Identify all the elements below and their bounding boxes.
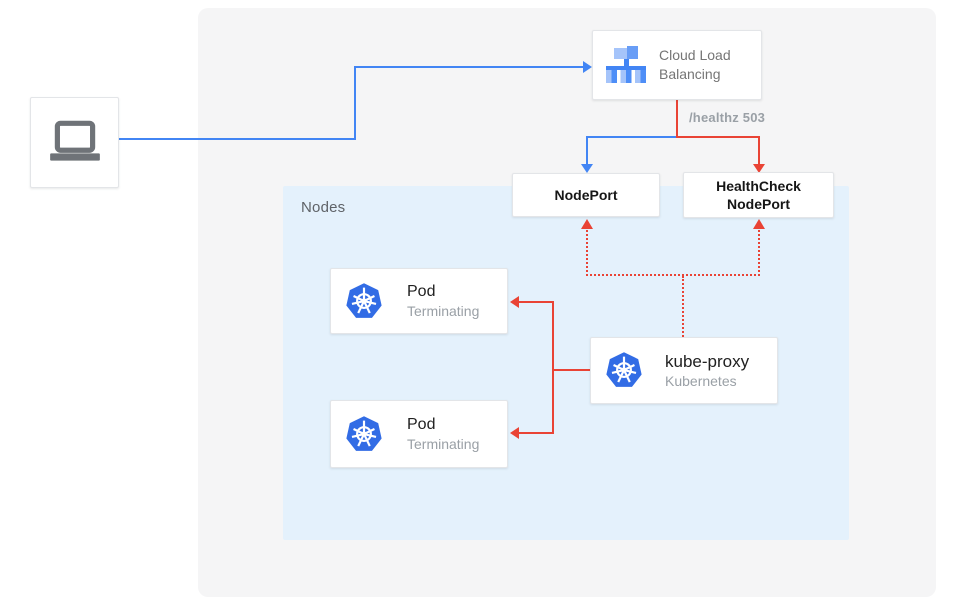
arrowhead-into-pod2	[510, 427, 519, 439]
kubernetes-icon	[605, 351, 643, 390]
laptop-icon	[46, 118, 104, 168]
pod-terminating-node-1: Pod Terminating	[330, 268, 508, 334]
edge-dotted-to-healthcheck	[758, 230, 760, 276]
kube-proxy-node: kube-proxy Kubernetes	[590, 337, 778, 404]
edge-client-to-clb-segment	[119, 138, 356, 140]
edge-kubeproxy-to-pods-segment	[552, 301, 554, 434]
nodes-group-label: Nodes	[301, 199, 346, 216]
edge-kubeproxy-to-pods-segment	[553, 369, 590, 371]
arrowhead-into-healthcheck	[753, 164, 765, 173]
edge-clb-to-nodeport-segment	[586, 136, 678, 138]
pod-text: Pod Terminating	[407, 281, 479, 321]
healthz-status-label: /healthz 503	[689, 110, 766, 125]
edge-clb-to-healthcheck-segment	[758, 136, 760, 165]
nodeport-label: NodePort	[554, 187, 618, 203]
cloud-load-balancing-icon	[605, 45, 647, 85]
edge-dotted-to-nodeport	[586, 230, 588, 276]
nodeport-node: NodePort	[512, 173, 660, 217]
edge-clb-to-nodeport-segment	[586, 136, 588, 165]
kube-proxy-subtitle: Kubernetes	[665, 372, 737, 389]
kubernetes-icon	[345, 282, 383, 321]
pod-terminating-node-2: Pod Terminating	[330, 400, 508, 468]
edge-client-to-clb-segment	[354, 66, 583, 68]
arrowhead-up-into-nodeport	[581, 219, 593, 229]
edge-kubeproxy-up-dotted	[682, 276, 684, 337]
kubernetes-icon	[345, 415, 383, 454]
healthcheck-nodeport-node: HealthCheck NodePort	[683, 172, 834, 218]
edge-to-pod2-segment	[519, 432, 554, 434]
arrowhead-into-pod1	[510, 296, 519, 308]
edge-clb-down-segment	[676, 100, 678, 138]
edge-clb-to-healthcheck-segment	[676, 136, 760, 138]
edge-to-pod1-segment	[519, 301, 554, 303]
pod-title: Pod	[407, 416, 436, 433]
arrowhead-into-clb	[583, 61, 592, 73]
client-node	[30, 97, 119, 188]
pod-title: Pod	[407, 283, 436, 300]
pod-status: Terminating	[407, 303, 480, 319]
pod-status: Terminating	[407, 436, 480, 452]
cloud-load-balancing-label: Cloud Load Balancing	[659, 47, 731, 82]
pod-text: Pod Terminating	[407, 414, 479, 454]
cloud-load-balancing-node: Cloud Load Balancing	[592, 30, 762, 100]
healthcheck-nodeport-label: HealthCheck NodePort	[716, 178, 801, 212]
edge-client-to-clb-segment	[354, 66, 356, 140]
arrowhead-into-nodeport	[581, 164, 593, 173]
kube-proxy-title: kube-proxy	[665, 351, 750, 371]
arrowhead-up-into-healthcheck	[753, 219, 765, 229]
kube-proxy-text: kube-proxy Kubernetes	[665, 351, 749, 391]
edge-kubeproxy-dotted-horizontal	[586, 274, 760, 276]
